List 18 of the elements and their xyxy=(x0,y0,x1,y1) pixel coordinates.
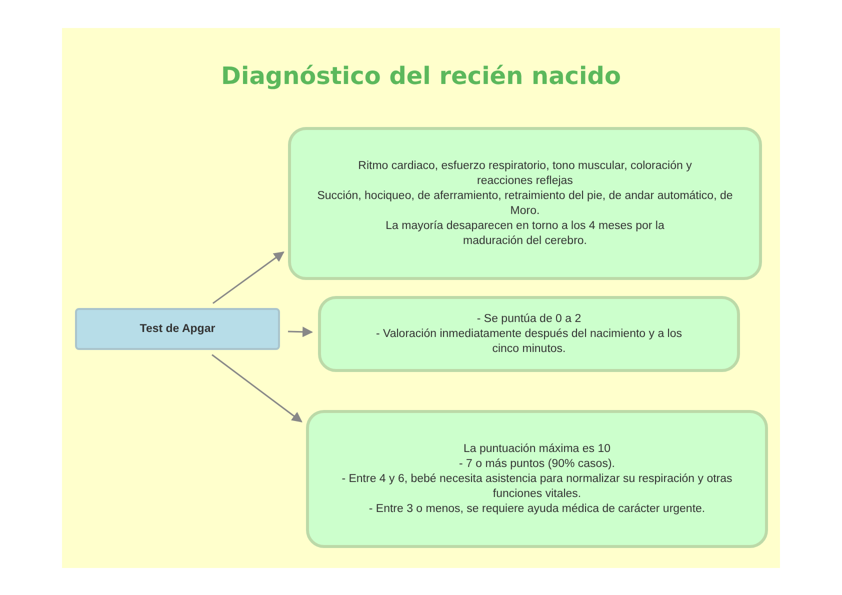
arrow xyxy=(288,326,314,338)
box-text: Ritmo cardiaco, esfuerzo respiratorio, tono muscular, coloración y reacciones reflejas xyxy=(357,158,693,188)
box-text: - Entre 4 y 6, bebé necesita asistencia para normalizar su respiración y otras funciones vitales. xyxy=(340,472,734,502)
box-text: La puntuación máxima es 10 xyxy=(463,442,611,456)
test-box xyxy=(75,308,280,350)
box-text: - Valoración inmediatamente después del nacimiento y a los cinco minutos. xyxy=(375,326,683,356)
arrow xyxy=(212,252,284,304)
box-text: Succión, hociqueo, de aferramiento, retraimiento del pie, de andar automático, de Moro. xyxy=(316,188,734,218)
info-box xyxy=(318,296,740,372)
box-text: - 7 o más puntos (90% casos). xyxy=(459,456,615,472)
box-text: Test de Apgar xyxy=(140,322,216,336)
box-text: - Entre 3 o menos, se requiere ayuda médica de carácter urgente. xyxy=(368,502,706,516)
title: Diagnóstico del recién nacido xyxy=(220,62,622,90)
info-box xyxy=(306,410,768,548)
info-box xyxy=(288,127,762,280)
box-text: La mayoría desaparecen en torno a los 4 meses por la maduración del cerebro. xyxy=(384,218,666,248)
box-text: - Se puntúa de 0 a 2 xyxy=(476,312,582,326)
arrow xyxy=(212,354,302,422)
